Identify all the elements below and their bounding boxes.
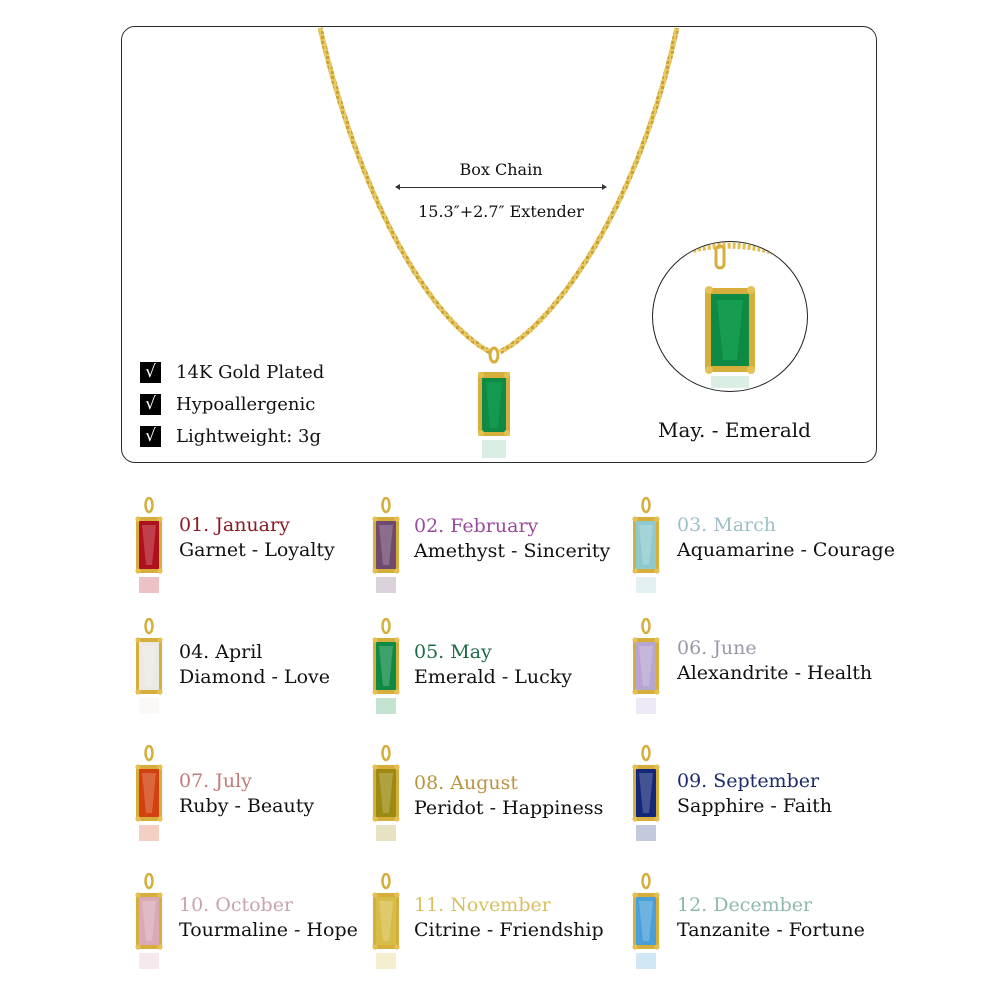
pendant-closeup-circle: [652, 241, 808, 392]
gem-pendant-icon: [372, 497, 400, 593]
stone-meaning-label: Aquamarine - Courage: [677, 539, 895, 561]
featured-stone-caption: May. - Emerald: [658, 418, 811, 442]
birth-month-label: 03. March: [677, 514, 776, 536]
gem-pendant-icon: [135, 745, 163, 841]
birth-month-label: 02. February: [414, 515, 539, 537]
feature-item: √ Hypoallergenic: [140, 388, 324, 420]
gem-pendant-icon: [135, 497, 163, 593]
stone-meaning-label: Amethyst - Sincerity: [414, 540, 611, 562]
stone-meaning-label: Sapphire - Faith: [677, 795, 832, 817]
chain-length-label: 15.3″+2.7″ Extender: [418, 202, 584, 221]
feature-label: Lightweight: 3g: [176, 425, 321, 447]
stone-meaning-label: Garnet - Loyalty: [179, 539, 335, 561]
birth-month-label: 11. November: [414, 894, 551, 916]
stone-meaning-label: Ruby - Beauty: [179, 795, 315, 817]
stone-meaning-label: Diamond - Love: [179, 666, 331, 688]
checkmark-icon: √: [140, 393, 161, 415]
stone-meaning-label: Alexandrite - Health: [677, 662, 873, 684]
birth-month-label: 05. May: [414, 641, 492, 663]
feature-label: Hypoallergenic: [176, 393, 316, 415]
length-dimension-arrow: [395, 184, 607, 190]
birth-month-label: 12. December: [677, 894, 813, 916]
stone-meaning-label: Citrine - Friendship: [414, 919, 604, 941]
gem-pendant-icon: [632, 745, 660, 841]
birth-month-label: 06. June: [677, 637, 757, 659]
gem-pendant-icon: [135, 618, 163, 714]
gem-pendant-icon: [632, 497, 660, 593]
gem-pendant-icon: [372, 745, 400, 841]
stone-meaning-label: Tourmaline - Hope: [179, 919, 358, 941]
birth-month-label: 04. April: [179, 641, 263, 663]
birth-month-label: 09. September: [677, 770, 820, 792]
gem-pendant-icon: [135, 873, 163, 969]
gem-pendant-icon: [372, 618, 400, 714]
checkmark-icon: √: [140, 425, 161, 447]
stone-meaning-label: Peridot - Happiness: [414, 797, 604, 819]
birth-month-label: 08. August: [414, 772, 518, 794]
feature-item: √ Lightweight: 3g: [140, 420, 324, 452]
stone-meaning-label: Emerald - Lucky: [414, 666, 573, 688]
birth-month-label: 01. January: [179, 514, 290, 536]
gem-pendant-icon: [632, 618, 660, 714]
chain-type-label: Box Chain: [459, 160, 543, 179]
feature-list: √ 14K Gold Plated √ Hypoallergenic √ Lig…: [140, 356, 324, 452]
feature-label: 14K Gold Plated: [176, 361, 325, 383]
birth-month-label: 10. October: [179, 894, 294, 916]
checkmark-icon: √: [140, 361, 161, 383]
gem-pendant-icon: [372, 873, 400, 969]
gem-pendant-icon: [632, 873, 660, 969]
feature-item: √ 14K Gold Plated: [140, 356, 324, 388]
pendant-closeup-icon: [692, 242, 774, 388]
stone-meaning-label: Tanzanite - Fortune: [677, 919, 865, 941]
birth-month-label: 07. July: [179, 770, 252, 792]
